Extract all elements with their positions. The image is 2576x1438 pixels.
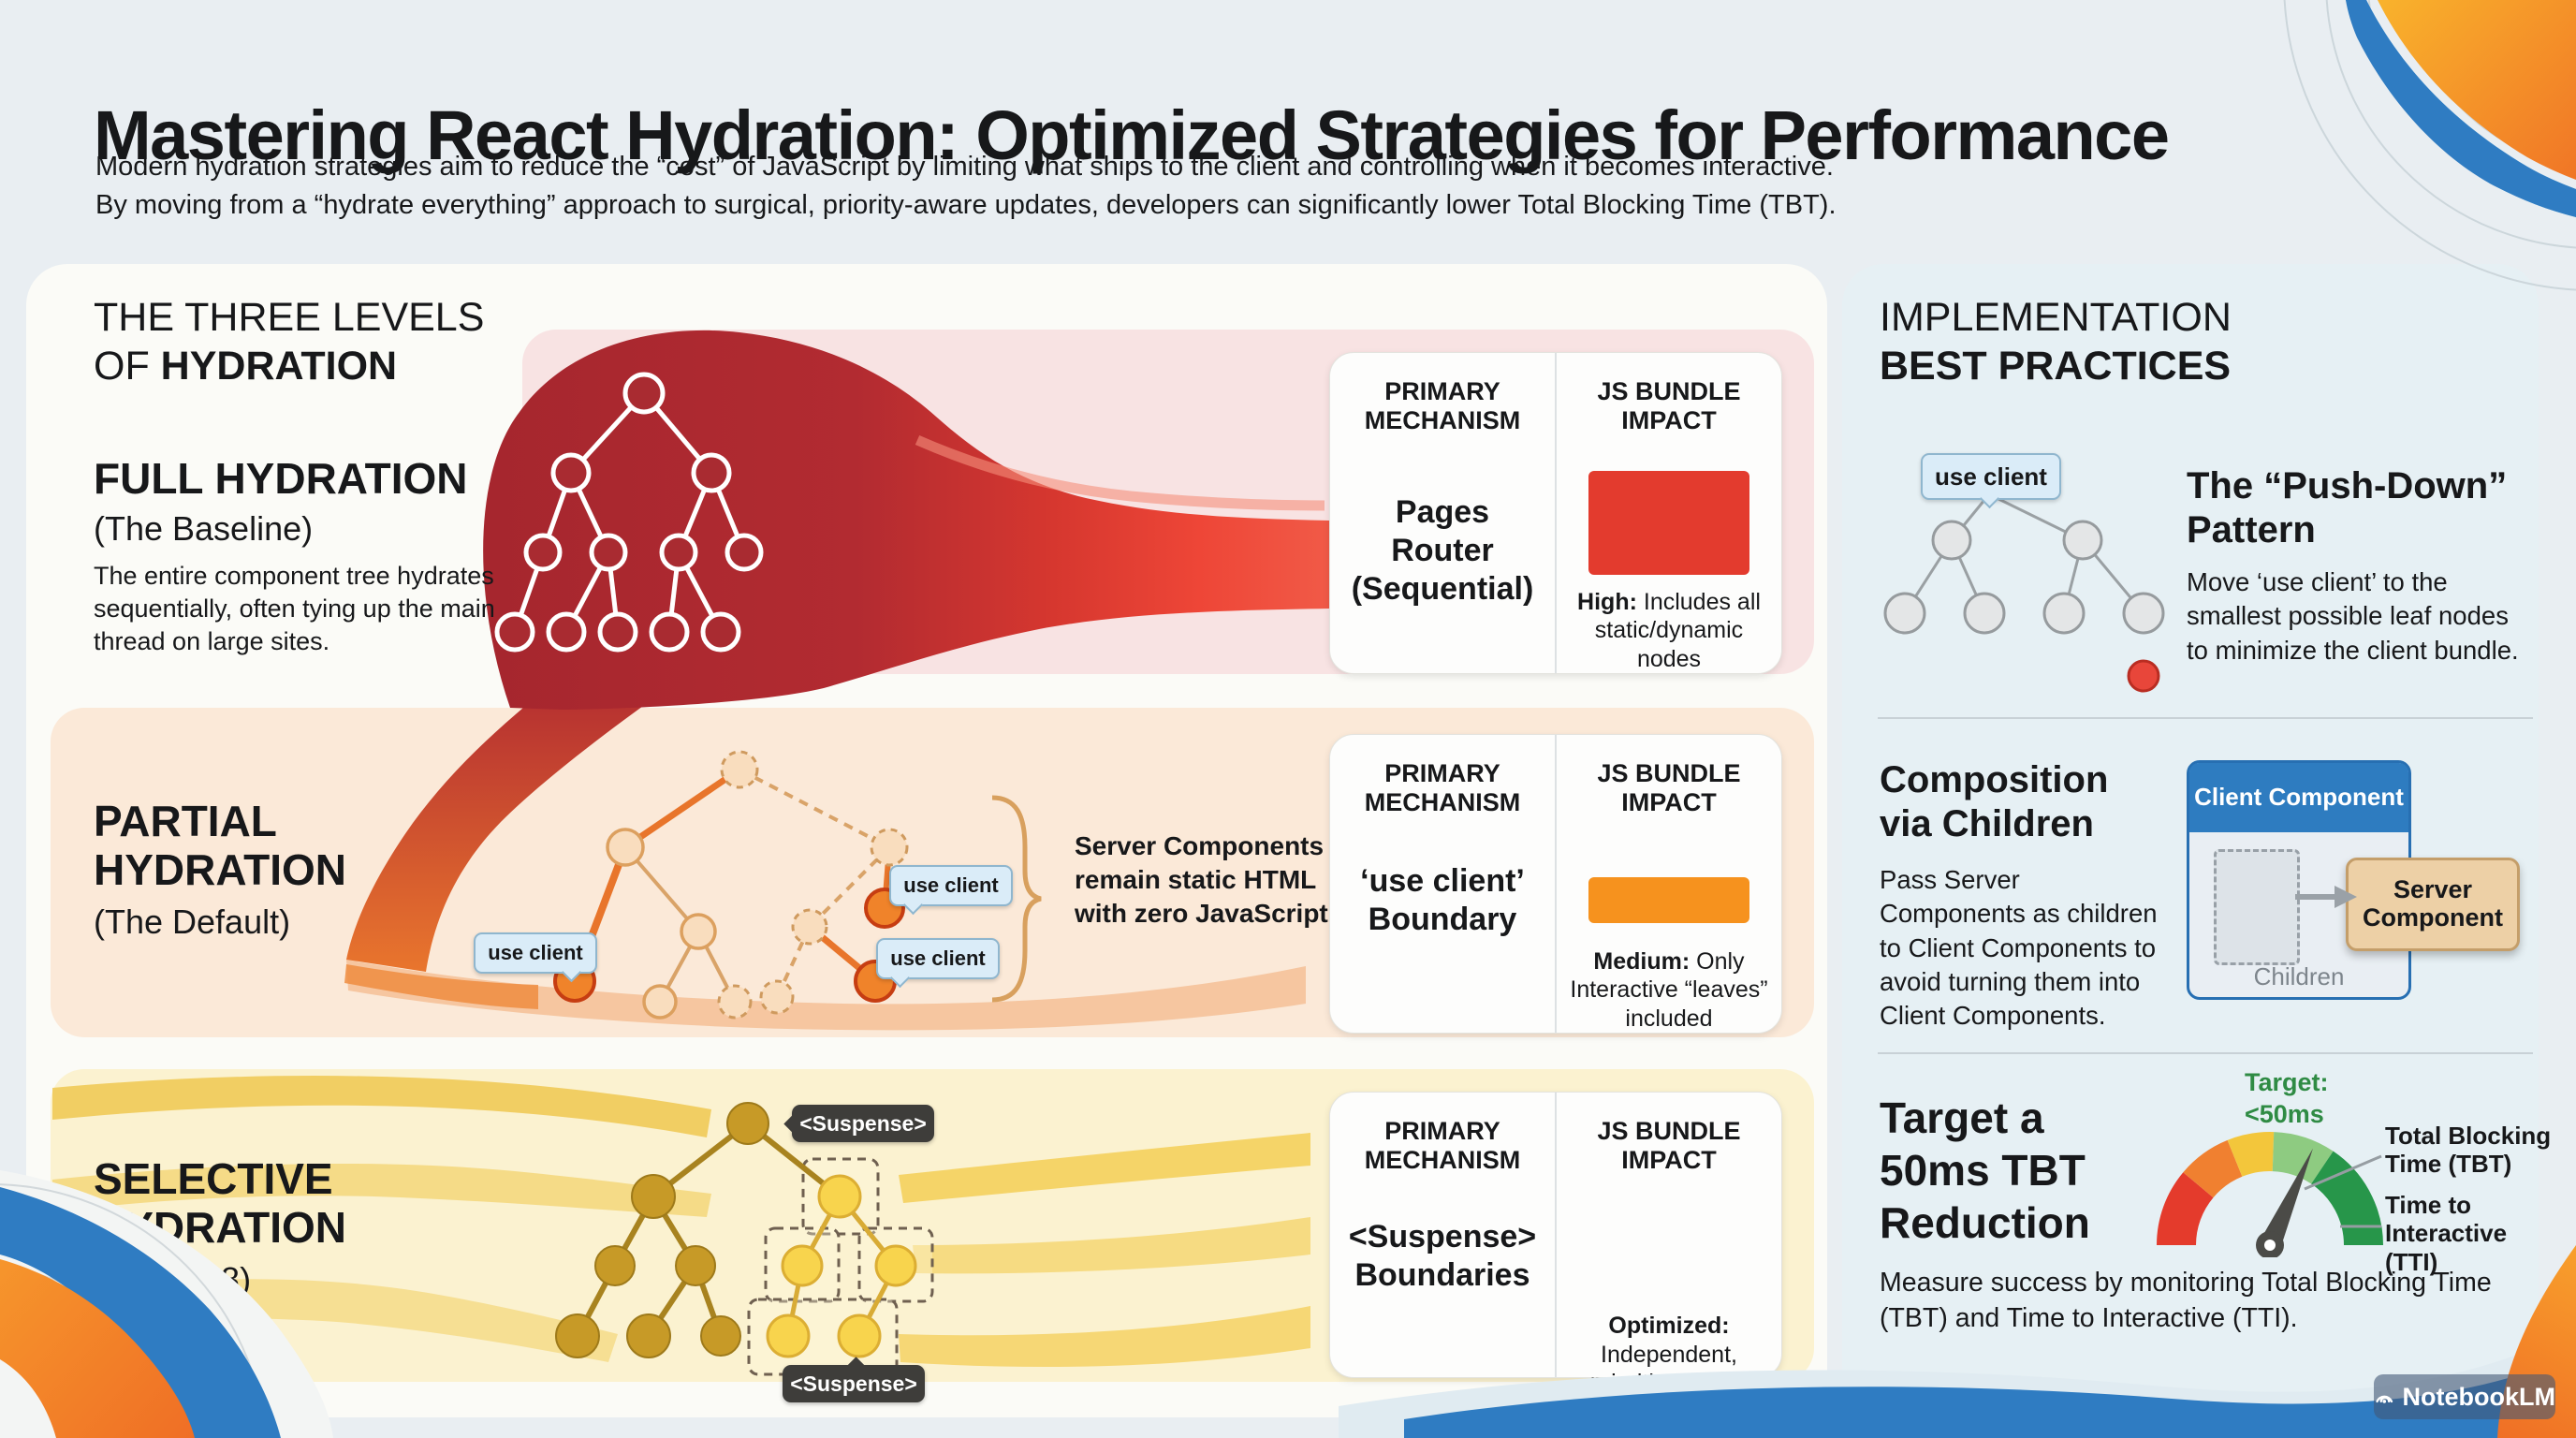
- mechanism-column: PRIMARY MECHANISM ‘use client’ Boundary: [1330, 735, 1555, 1033]
- use-client-chip-label: use client: [488, 941, 583, 964]
- mechanism-label: PRIMARY MECHANISM: [1364, 1117, 1521, 1175]
- suspense-chip: <Suspense>: [783, 1105, 934, 1142]
- selective-hydration-title: SELECTIVE HYDRATION: [94, 1154, 347, 1252]
- suspense-chip: <Suspense>: [783, 1357, 925, 1402]
- use-client-chip-label: use client: [890, 946, 986, 970]
- mechanism-value: ‘use client’ Boundary: [1360, 863, 1525, 937]
- impact-column: JS BUNDLE IMPACT Medium: Only Interactiv…: [1555, 735, 1781, 1033]
- full-hydration-title: FULL HYDRATION: [94, 454, 468, 503]
- mechanism-value: Pages Router (Sequential): [1351, 494, 1534, 607]
- impact-rest: Independent, prioritized units: [1589, 1341, 1749, 1397]
- gauge-needle-icon: [2259, 1148, 2313, 1252]
- levels-heading-line2-bold: HYDRATION: [160, 343, 398, 389]
- impact-medium-swatch: [1588, 877, 1749, 923]
- server-components-note: Server Components remain static HTML wit…: [1075, 831, 1328, 928]
- use-client-chip: use client: [876, 938, 1000, 989]
- composition-text: Pass Server Components as children to Cl…: [1880, 865, 2158, 1031]
- push-down-text: Move ‘use client’ to the smallest possib…: [2187, 567, 2519, 665]
- section-divider: [1878, 717, 2533, 719]
- children-label: Children: [2253, 962, 2345, 990]
- impact-caption: Medium: Only Interactive “leaves” includ…: [1570, 947, 1768, 1034]
- suspense-chip-label: <Suspense>: [790, 1371, 917, 1396]
- impact-column: JS BUNDLE IMPACT High: Includes all stat…: [1555, 353, 1781, 673]
- page-subtitle: Modern hydration strategies aim to reduc…: [95, 148, 2202, 224]
- notebooklm-badge: NotebookLM: [2374, 1374, 2555, 1419]
- notebooklm-logo-icon: [2376, 1395, 2393, 1403]
- impact-term: Medium:: [1593, 947, 1690, 975]
- children-slot-box: [2214, 849, 2300, 965]
- levels-heading: THE THREE LEVELS OF HYDRATION: [94, 294, 580, 390]
- full-hydration-card: PRIMARY MECHANISM Pages Router (Sequenti…: [1329, 352, 1782, 674]
- use-client-chip-label: use client: [1935, 462, 2047, 491]
- impact-caption: High: Includes all static/dynamic nodes: [1570, 588, 1768, 674]
- best-practices-heading-line1: IMPLEMENTATION: [1880, 295, 2232, 340]
- mechanism-value: <Suspense> Boundaries: [1348, 1219, 1537, 1293]
- partial-hydration-card: PRIMARY MECHANISM ‘use client’ Boundary …: [1329, 734, 1782, 1034]
- gauge-label-tti: Time to Interactive (TTI): [2385, 1191, 2508, 1276]
- impact-term: Optimized:: [1608, 1313, 1730, 1340]
- partial-hydration-title: PARTIAL HYDRATION: [94, 797, 347, 894]
- partial-hydration-subtitle: (The Default): [94, 902, 291, 941]
- composition-title: Composition via Children: [1880, 759, 2109, 845]
- mechanism-column: PRIMARY MECHANISM Pages Router (Sequenti…: [1330, 353, 1555, 673]
- impact-label: JS BUNDLE IMPACT: [1597, 759, 1741, 817]
- target-title: Target a 50ms TBT Reduction: [1880, 1093, 2090, 1248]
- target-goal-line1: Target:: [2245, 1068, 2329, 1096]
- impact-high-swatch: [1588, 471, 1749, 575]
- selective-hydration-subtitle: (React 18): [94, 1260, 252, 1299]
- push-down-title: The “Push-Down” Pattern: [2187, 465, 2508, 551]
- impact-rest: Includes all static/dynamic nodes: [1594, 588, 1761, 672]
- best-practices-heading: IMPLEMENTATION BEST PRACTICES: [1880, 294, 2404, 390]
- server-component-box: Server Component: [2346, 858, 2520, 951]
- mechanism-label: PRIMARY MECHANISM: [1364, 759, 1521, 817]
- impact-label: JS BUNDLE IMPACT: [1597, 1117, 1741, 1175]
- levels-heading-line1: THE THREE LEVELS: [94, 295, 485, 340]
- selective-hydration-card: PRIMARY MECHANISM <Suspense> Boundaries …: [1329, 1092, 1782, 1396]
- client-component-box: Client Component Children: [2187, 760, 2411, 1000]
- impact-rest: Only Interactive “leaves” included: [1570, 947, 1768, 1032]
- mechanism-column: PRIMARY MECHANISM <Suspense> Boundaries: [1330, 1093, 1555, 1377]
- subtitle-line-1: Modern hydration strategies aim to reduc…: [95, 152, 1834, 182]
- notebooklm-badge-label: NotebookLM: [2402, 1382, 2555, 1411]
- page-title: Mastering React Hydration: Optimized Str…: [94, 95, 2170, 174]
- target-goal-label: Target: <50ms: [2245, 1067, 2376, 1131]
- impact-label: JS BUNDLE IMPACT: [1597, 377, 1741, 435]
- use-client-chip: use client: [474, 932, 597, 983]
- mechanism-label: PRIMARY MECHANISM: [1364, 377, 1521, 435]
- levels-heading-line2-regular: OF: [94, 343, 161, 389]
- suspense-chip-label: <Suspense>: [799, 1110, 927, 1136]
- target-text: Measure success by monitoring Total Bloc…: [1880, 1268, 2492, 1333]
- full-hydration-description: The entire component tree hydrates seque…: [94, 562, 495, 656]
- full-hydration-subtitle: (The Baseline): [94, 509, 314, 548]
- section-divider: [1878, 1052, 2533, 1054]
- client-component-label: Client Component: [2189, 763, 2408, 832]
- use-client-chip-label: use client: [903, 873, 999, 897]
- best-practices-heading-line2: BEST PRACTICES: [1880, 343, 2232, 389]
- target-goal-line2: <50ms: [2245, 1099, 2324, 1128]
- impact-column: JS BUNDLE IMPACT Optimized: Independent,…: [1555, 1093, 1781, 1396]
- impact-caption: Optimized: Independent, prioritized unit…: [1570, 1312, 1768, 1398]
- subtitle-line-2: By moving from a “hydrate everything” ap…: [95, 189, 1837, 220]
- tbt-gauge: [2157, 1132, 2383, 1257]
- gauge-label-tbt: Total Blocking Time (TBT): [2385, 1122, 2552, 1179]
- use-client-chip: use client: [889, 865, 1013, 916]
- impact-term: High:: [1577, 588, 1637, 615]
- push-down-use-client-chip: use client: [1921, 453, 2061, 509]
